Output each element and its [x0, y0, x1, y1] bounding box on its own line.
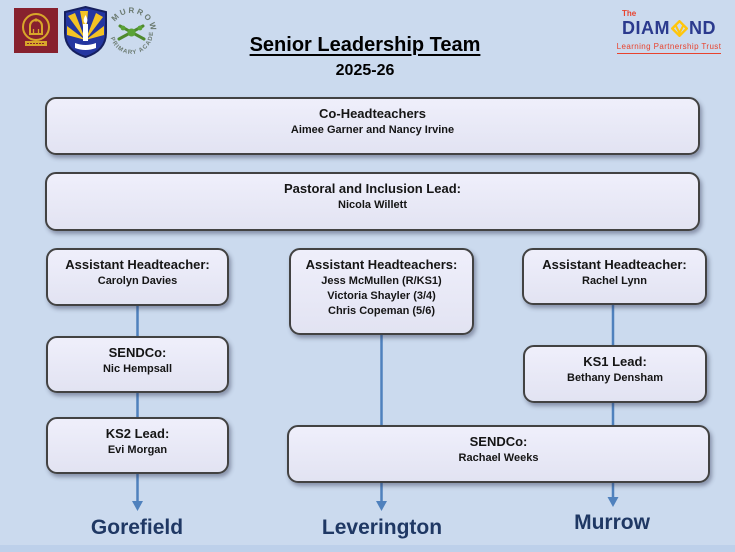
node-names: Chris Copeman (5/6): [328, 305, 435, 318]
node-names: Bethany Densham: [567, 371, 663, 384]
node-role: Pastoral and Inclusion Lead:: [284, 181, 461, 196]
page-year: 2025-26: [335, 62, 395, 79]
trust-logo-name-part1: DIAM: [622, 18, 670, 38]
node-ks2-lead-gorefield: KS2 Lead: Evi Morgan: [46, 417, 229, 474]
node-co-headteachers: Co-Headteachers Aimee Garner and Nancy I…: [45, 97, 700, 155]
node-names: Evi Morgan: [107, 443, 168, 456]
node-assistant-head-gorefield: Assistant Headteacher: Carolyn Davies: [46, 248, 229, 306]
node-role: Co-Headteachers: [319, 106, 426, 121]
node-names: Nic Hempsall: [102, 362, 173, 375]
trust-logo-name-part2: ND: [689, 18, 716, 38]
node-pastoral-inclusion-lead: Pastoral and Inclusion Lead: Nicola Will…: [45, 172, 700, 231]
node-role: KS2 Lead:: [105, 426, 170, 441]
node-names: Rachael Weeks: [458, 451, 539, 464]
node-ks1-lead-murrow: KS1 Lead: Bethany Densham: [523, 345, 707, 403]
node-role: Assistant Headteachers:: [305, 257, 458, 272]
murrow-logo-top-text: MURROW: [110, 6, 157, 33]
node-role: SENDCo:: [108, 345, 167, 360]
murrow-school-logo: MURROW PRIMARY ACADEMY: [101, 1, 159, 60]
node-role: SENDCo:: [469, 434, 528, 449]
node-sendco-shared: SENDCo: Rachael Weeks: [287, 425, 710, 483]
node-assistant-heads-leverington: Assistant Headteachers: Jess McMullen (R…: [289, 248, 474, 335]
node-role: Assistant Headteacher:: [65, 257, 210, 272]
node-names: Carolyn Davies: [97, 274, 178, 287]
gorefield-school-logo: [14, 8, 58, 53]
node-role: KS1 Lead:: [583, 354, 647, 369]
title-block: Senior Leadership Team 2025-26: [185, 34, 545, 80]
diamond-trust-logo: The DIAM ND Learning Partnership Trust: [606, 10, 732, 54]
node-names: Victoria Shayler (3/4): [327, 289, 436, 302]
node-names: Jess McMullen (R/KS1): [321, 274, 442, 287]
node-names: Rachel Lynn: [582, 274, 647, 287]
trust-logo-name: DIAM ND: [606, 19, 732, 37]
svg-text:MURROW: MURROW: [110, 6, 159, 33]
node-assistant-head-murrow: Assistant Headteacher: Rachel Lynn: [522, 248, 707, 305]
node-names: Aimee Garner and Nancy Irvine: [290, 123, 455, 136]
school-label-murrow: Murrow: [574, 511, 650, 534]
node-role: Assistant Headteacher:: [542, 257, 687, 272]
node-sendco-gorefield: SENDCo: Nic Hempsall: [46, 336, 229, 393]
diamond-icon: [671, 19, 688, 37]
page-title: Senior Leadership Team: [249, 34, 481, 56]
trust-logo-the: The: [622, 9, 637, 18]
school-label-gorefield: Gorefield: [90, 516, 184, 539]
trust-logo-tagline: Learning Partnership Trust: [616, 43, 722, 54]
slide-bottom-edge: [0, 545, 735, 552]
school-label-leverington: Leverington: [321, 516, 443, 539]
leverington-school-logo: [63, 5, 108, 59]
node-names: Nicola Willett: [338, 198, 407, 211]
